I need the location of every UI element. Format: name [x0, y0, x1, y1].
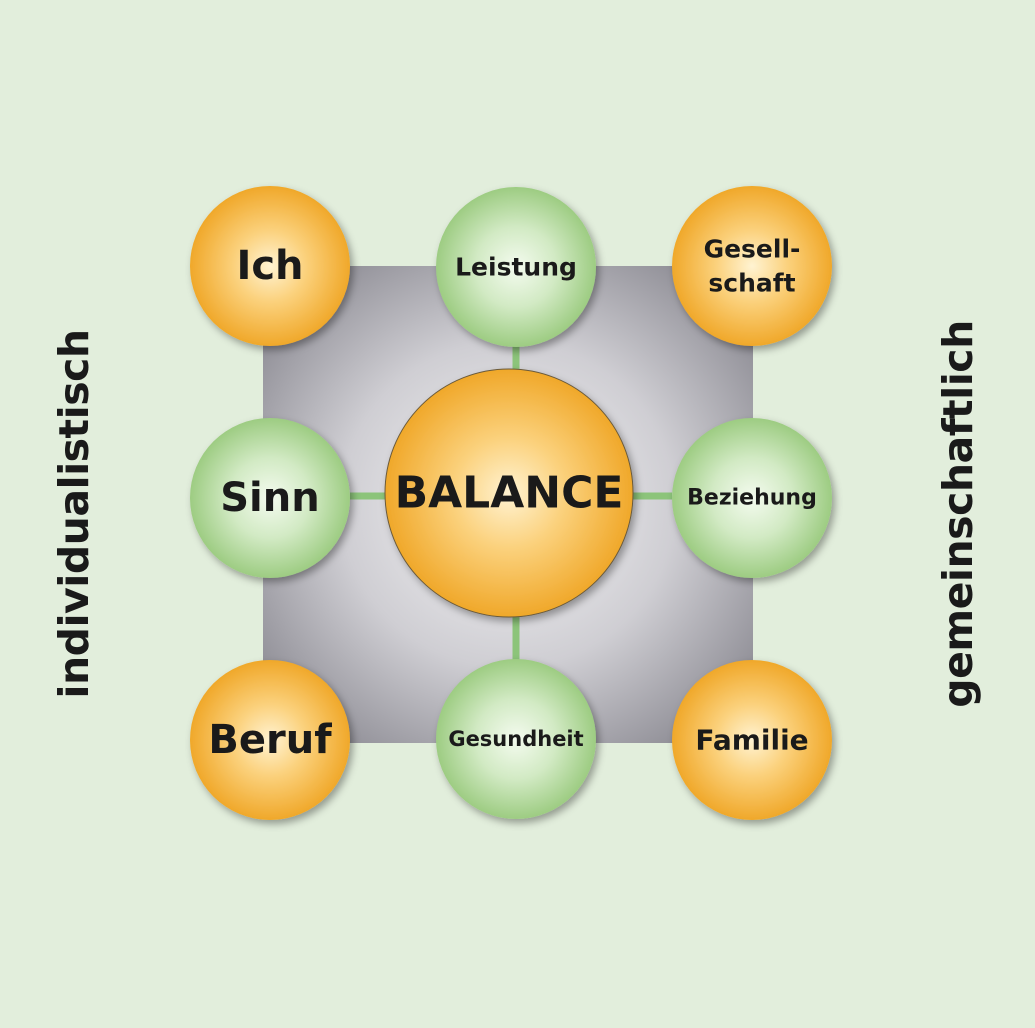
node-sinn-label: Sinn: [220, 475, 319, 521]
node-gesundheit: Gesundheit: [436, 659, 596, 819]
node-beziehung: Beziehung: [672, 418, 832, 578]
node-ich-circle: [190, 186, 350, 346]
node-familie: Familie: [672, 660, 832, 820]
node-gesellschaft-label-1: Gesell-: [704, 235, 801, 264]
node-ich: Ich: [190, 186, 350, 346]
node-beziehung-circle: [672, 418, 832, 578]
node-leistung: Leistung: [436, 187, 596, 347]
connectors: [350, 346, 672, 660]
node-beziehung-label: Beziehung: [687, 486, 817, 511]
label-individualistisch: individualistisch: [50, 329, 98, 699]
node-leistung-label: Leistung: [455, 253, 577, 282]
center-circle: [384, 368, 634, 618]
node-sinn-circle: [190, 418, 350, 578]
node-familie-label: Familie: [695, 724, 808, 757]
center-label: BALANCE: [395, 468, 624, 519]
node-beruf-circle: [190, 660, 350, 820]
center-node: BALANCE: [384, 368, 634, 618]
node-beruf-label: Beruf: [208, 717, 332, 763]
node-gesellschaft-circle: [672, 186, 832, 346]
node-gesellschaft: Gesell-schaft: [672, 186, 832, 346]
node-ich-label: Ich: [236, 243, 303, 289]
node-gesundheit-label: Gesundheit: [448, 727, 583, 751]
node-sinn: Sinn: [190, 418, 350, 578]
label-gemeinschaftlich: gemeinschaftlich: [934, 320, 982, 708]
node-beruf: Beruf: [190, 660, 350, 820]
node-gesundheit-circle: [436, 659, 596, 819]
node-gesellschaft-label-2: schaft: [708, 269, 795, 298]
node-familie-circle: [672, 660, 832, 820]
node-leistung-circle: [436, 187, 596, 347]
